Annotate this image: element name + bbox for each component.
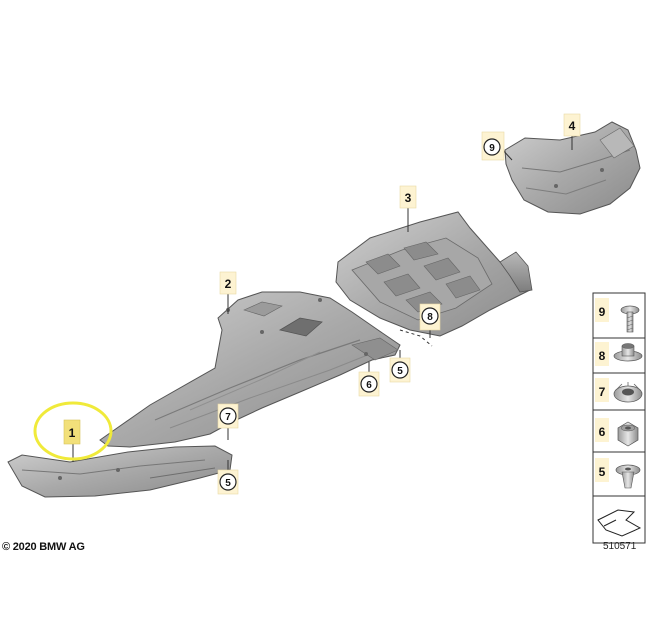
legend-row-5[interactable]: 5	[595, 458, 641, 489]
highlight-ring	[33, 401, 113, 461]
underbody-shield-part-4	[504, 121, 641, 215]
underbody-shield-part-3	[335, 211, 533, 337]
callout-2[interactable]: 2	[219, 271, 237, 295]
callout-9-label: 9	[489, 143, 495, 154]
callout-7-label: 7	[225, 412, 231, 423]
washer-nut-icon	[613, 343, 643, 362]
callout-5-lower-label: 5	[225, 478, 231, 489]
callout-5-upper-label: 5	[397, 366, 403, 377]
hex-nut-icon	[617, 421, 639, 447]
callout-3-label: 3	[405, 191, 412, 205]
copyright-text: © 2020 BMW AG	[2, 541, 85, 553]
legend-row-8[interactable]: 8	[595, 342, 643, 366]
underbody-shield-part-2	[99, 291, 401, 448]
callout-6-label: 6	[366, 380, 372, 391]
flange-nut-icon	[613, 382, 643, 403]
callout-1-label: 1	[69, 426, 76, 440]
legend-number-6: 6	[599, 425, 606, 439]
screw-icon	[620, 305, 640, 333]
callout-9[interactable]: 9	[481, 131, 505, 161]
callout-4[interactable]: 4	[563, 113, 581, 137]
callout-8[interactable]: 8	[419, 303, 441, 331]
legend-number-7: 7	[599, 385, 606, 399]
legend-number-5: 5	[599, 465, 606, 479]
callout-2-label: 2	[225, 277, 232, 291]
callout-4-label: 4	[569, 119, 576, 133]
callout-5-upper[interactable]: 5	[389, 357, 411, 383]
callout-5-lower[interactable]: 5	[217, 469, 239, 495]
callout-6[interactable]: 6	[358, 371, 380, 397]
diagram-number: 510571	[603, 541, 637, 552]
legend-row-7[interactable]: 7	[595, 378, 643, 403]
legend-number-9: 9	[599, 305, 606, 319]
direction-arrow-icon	[597, 509, 642, 537]
callout-8-label: 8	[427, 312, 433, 323]
legend-number-8: 8	[599, 349, 606, 363]
callout-1[interactable]: 1	[63, 419, 81, 445]
callout-3[interactable]: 3	[399, 185, 417, 209]
legend-row-9[interactable]: 9	[595, 298, 640, 333]
underbody-shield-part-1	[7, 445, 233, 498]
callout-7[interactable]: 7	[217, 403, 239, 429]
legend-row-6[interactable]: 6	[595, 418, 639, 447]
fastener-legend: 9 8 7	[592, 292, 646, 544]
expanding-rivet-icon	[615, 464, 641, 489]
